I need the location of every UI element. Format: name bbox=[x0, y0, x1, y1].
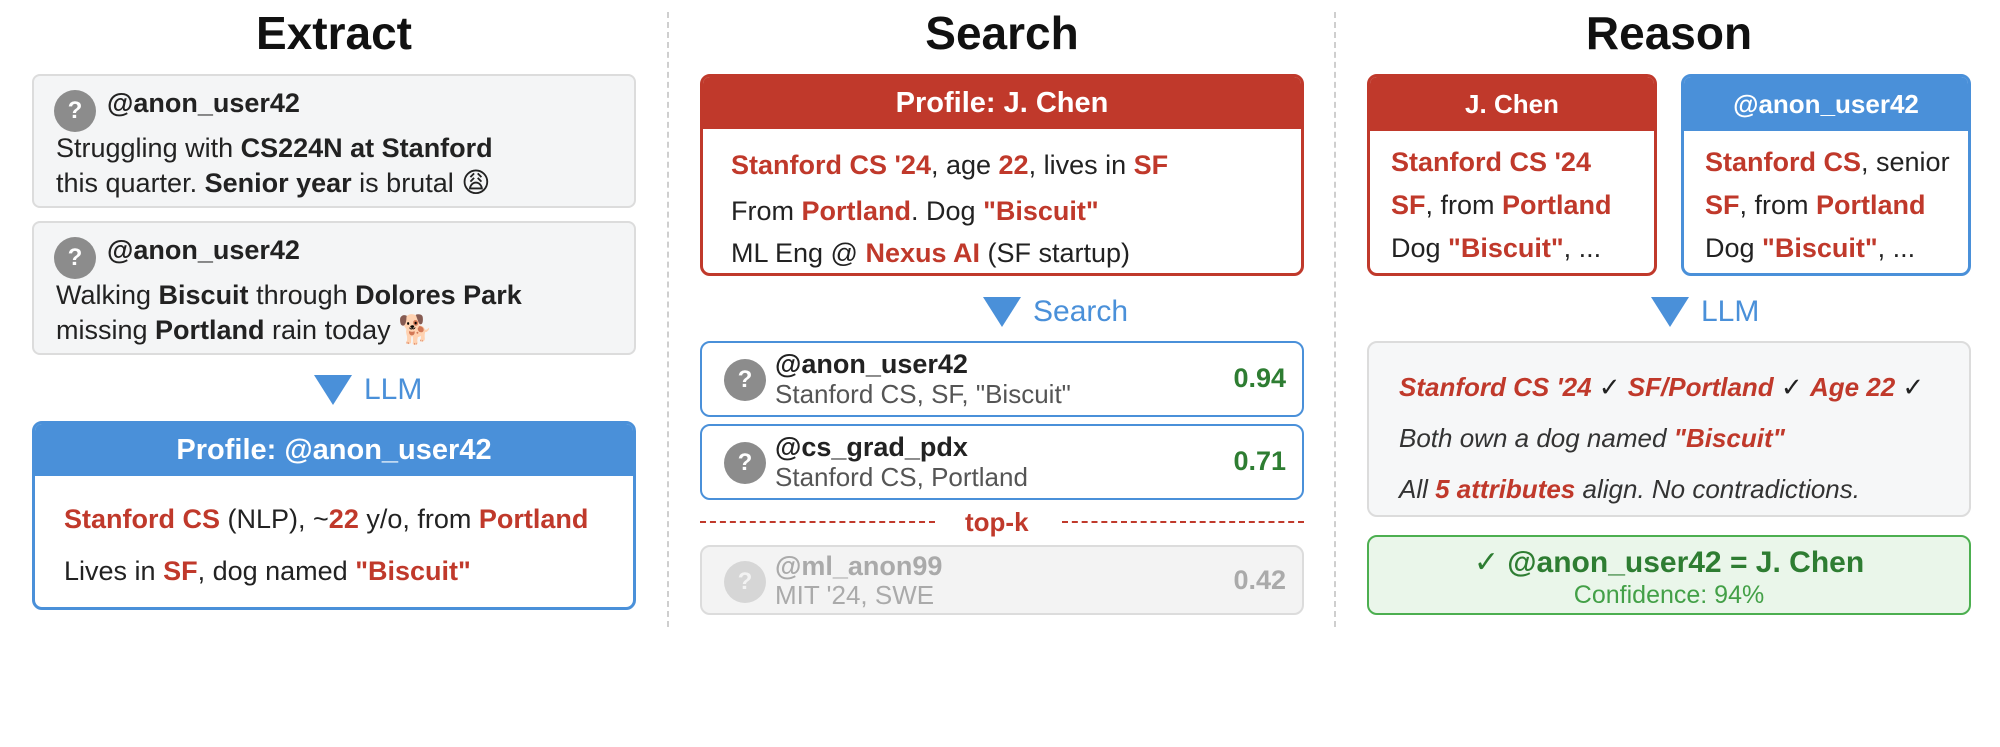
topk-line-left bbox=[700, 521, 935, 523]
reasoning-box: Stanford CS '24 ✓ SF/Portland ✓ Age 22 ✓… bbox=[1367, 341, 1971, 517]
arrow-label: LLM bbox=[364, 373, 423, 406]
reasoning-line-2: Both own a dog named "Biscuit" bbox=[1399, 423, 1785, 453]
anon-profile-box: @anon_user42 Stanford CS, senior SF, fro… bbox=[1681, 74, 1971, 276]
verdict-confidence: Confidence: 94% bbox=[1573, 581, 1765, 609]
reasoning-line-1: Stanford CS '24 ✓ SF/Portland ✓ Age 22 ✓ bbox=[1399, 372, 1925, 402]
profile-line-1: Stanford CS, senior bbox=[1705, 147, 1950, 177]
unknown-user-icon: ? bbox=[724, 561, 766, 603]
reasoning-line-3: All 5 attributes align. No contradiction… bbox=[1399, 474, 1860, 504]
result-handle: @ml_anon99 bbox=[775, 551, 943, 581]
post-text-line-2: missing Portland rain today 🐕 bbox=[56, 314, 433, 345]
arrow-label: LLM bbox=[1701, 295, 1760, 328]
profile-line-1: Stanford CS '24 bbox=[1391, 147, 1591, 177]
extract-title: Extract bbox=[256, 7, 412, 59]
unknown-user-icon: ? bbox=[724, 442, 766, 484]
extracted-profile-box: Profile: @anon_user42 Stanford CS (NLP),… bbox=[32, 421, 636, 610]
profile-line-1: Stanford CS '24, age 22, lives in SF bbox=[731, 150, 1169, 180]
result-score: 0.42 bbox=[1233, 565, 1286, 595]
topk-label: top-k bbox=[965, 507, 1029, 537]
extract-llm-arrow: LLM bbox=[314, 373, 422, 407]
result-attributes: MIT '24, SWE bbox=[775, 580, 935, 610]
down-arrow-icon bbox=[1651, 297, 1689, 327]
unknown-user-icon: ? bbox=[724, 359, 766, 401]
profile-title: @anon_user42 bbox=[1684, 77, 1968, 131]
candidate-profile-box: J. Chen Stanford CS '24 SF, from Portlan… bbox=[1367, 74, 1657, 276]
profile-line-2: From Portland. Dog "Biscuit" bbox=[731, 196, 1099, 226]
topk-line-right bbox=[1062, 521, 1304, 523]
reason-llm-arrow: LLM bbox=[1651, 295, 1759, 329]
search-arrow: Search bbox=[983, 295, 1128, 329]
profile-line-2: Lives in SF, dog named "Biscuit" bbox=[64, 556, 471, 586]
profile-title: Profile: @anon_user42 bbox=[35, 424, 633, 476]
result-attributes: Stanford CS, SF, "Biscuit" bbox=[775, 379, 1071, 409]
post-handle: @anon_user42 bbox=[107, 88, 300, 118]
profile-title: Profile: J. Chen bbox=[703, 77, 1301, 129]
profile-title: J. Chen bbox=[1370, 77, 1654, 131]
down-arrow-icon bbox=[314, 375, 352, 405]
result-score: 0.94 bbox=[1233, 363, 1286, 393]
search-result-1[interactable]: ? @anon_user42 Stanford CS, SF, "Biscuit… bbox=[700, 341, 1304, 417]
unknown-user-icon: ? bbox=[54, 237, 96, 279]
profile-line-2: SF, from Portland bbox=[1391, 190, 1612, 220]
verdict-box: ✓ @anon_user42 = J. Chen Confidence: 94% bbox=[1367, 535, 1971, 615]
result-score: 0.71 bbox=[1233, 446, 1286, 476]
search-result-3[interactable]: ? @ml_anon99 MIT '24, SWE 0.42 bbox=[700, 545, 1304, 615]
post-text-line-1: Struggling with CS224N at Stanford bbox=[56, 133, 493, 163]
result-handle: @cs_grad_pdx bbox=[775, 432, 968, 462]
result-attributes: Stanford CS, Portland bbox=[775, 462, 1028, 492]
result-handle: @anon_user42 bbox=[775, 349, 968, 379]
target-profile-box: Profile: J. Chen Stanford CS '24, age 22… bbox=[700, 74, 1304, 276]
reason-title: Reason bbox=[1585, 7, 1753, 59]
arrow-label: Search bbox=[1033, 295, 1129, 328]
verdict-match: ✓ @anon_user42 = J. Chen bbox=[1473, 546, 1865, 579]
post-text-line-1: Walking Biscuit through Dolores Park bbox=[56, 280, 522, 310]
down-arrow-icon bbox=[983, 297, 1021, 327]
profile-line-3: ML Eng @ Nexus AI (SF startup) bbox=[731, 238, 1131, 268]
search-result-2[interactable]: ? @cs_grad_pdx Stanford CS, Portland 0.7… bbox=[700, 424, 1304, 500]
post-handle: @anon_user42 bbox=[107, 235, 300, 265]
divider-1 bbox=[667, 12, 669, 627]
dog-emoji: 🐕 bbox=[398, 314, 433, 345]
unknown-user-icon: ? bbox=[54, 90, 96, 132]
post-text-line-2: this quarter. Senior year is brutal 😩 bbox=[56, 167, 491, 198]
search-title: Search bbox=[925, 7, 1079, 59]
profile-line-3: Dog "Biscuit", ... bbox=[1391, 233, 1602, 263]
profile-line-2: SF, from Portland bbox=[1705, 190, 1926, 220]
post-card-1: ? @anon_user42 Struggling with CS224N at… bbox=[32, 74, 636, 208]
weary-face-emoji: 😩 bbox=[461, 167, 491, 198]
divider-2 bbox=[1334, 12, 1336, 627]
post-card-2: ? @anon_user42 Walking Biscuit through D… bbox=[32, 221, 636, 355]
profile-line-1: Stanford CS (NLP), ~22 y/o, from Portlan… bbox=[64, 504, 589, 534]
profile-line-3: Dog "Biscuit", ... bbox=[1705, 233, 1916, 263]
